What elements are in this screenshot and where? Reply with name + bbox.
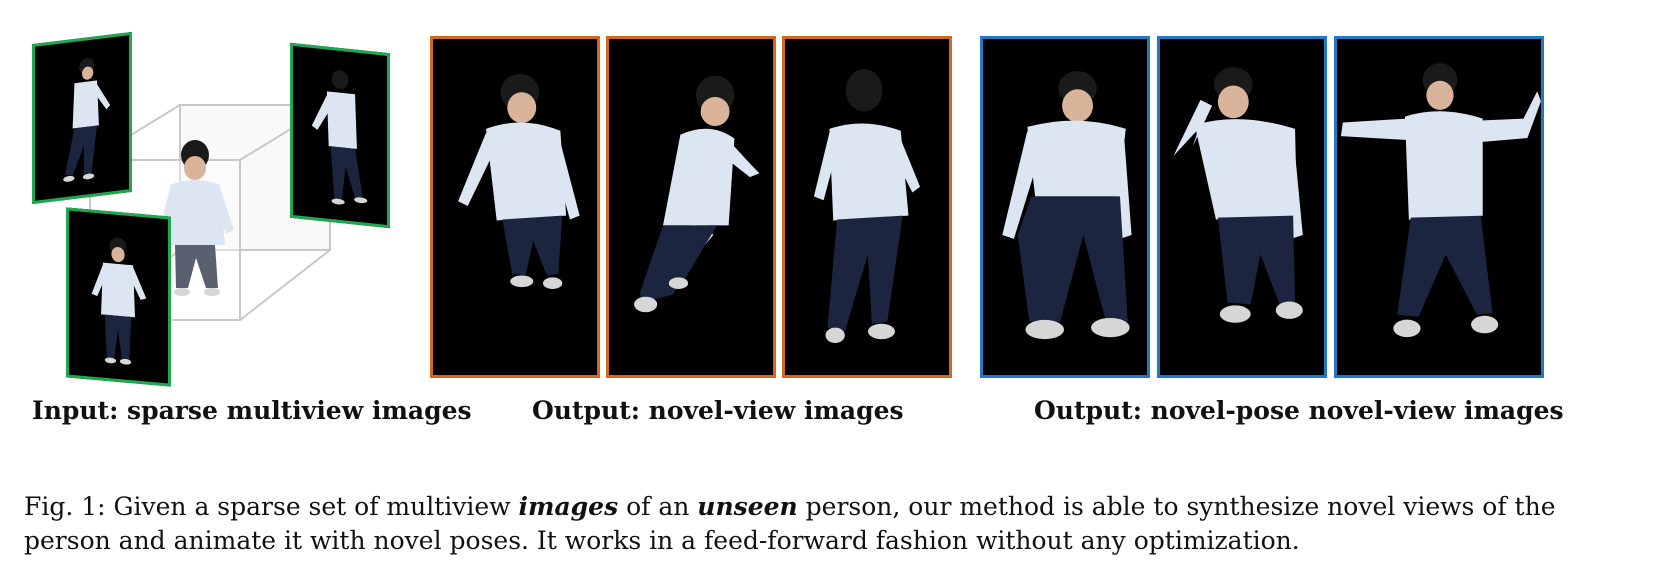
input-view-right	[290, 42, 390, 229]
input-view-front	[66, 207, 171, 387]
caption-line1-rest: person, our method is able to synthesize…	[797, 492, 1556, 521]
figure-caption: Fig. 1: Given a sparse set of multiview …	[24, 490, 1654, 558]
center-person-figure	[158, 140, 234, 296]
novel-view-image-1	[430, 36, 600, 378]
novel-pose-image-3	[1334, 36, 1544, 378]
caption-mid: of an	[618, 492, 698, 521]
novel-view-image-2	[606, 36, 776, 378]
caption-emphasis-images: images	[518, 492, 619, 521]
caption-line-1: Fig. 1: Given a sparse set of multiview …	[24, 490, 1654, 524]
input-view-left	[32, 31, 132, 205]
caption-emphasis-unseen: unseen	[697, 492, 798, 521]
novel-pose-image-1	[980, 36, 1150, 378]
figure-1: Input: sparse multiview images Output: n…	[32, 31, 1564, 425]
caption-line-2: person and animate it with novel poses. …	[24, 526, 1300, 555]
caption-prefix: Fig. 1: Given a sparse set of multiview	[24, 492, 519, 521]
novel-view-label: Output: novel-view images	[532, 396, 904, 425]
novel-pose-image-2	[1157, 36, 1327, 378]
novel-view-image-3	[782, 36, 952, 378]
input-label: Input: sparse multiview images	[32, 396, 472, 425]
novel-pose-label: Output: novel-pose novel-view images	[1034, 396, 1564, 425]
